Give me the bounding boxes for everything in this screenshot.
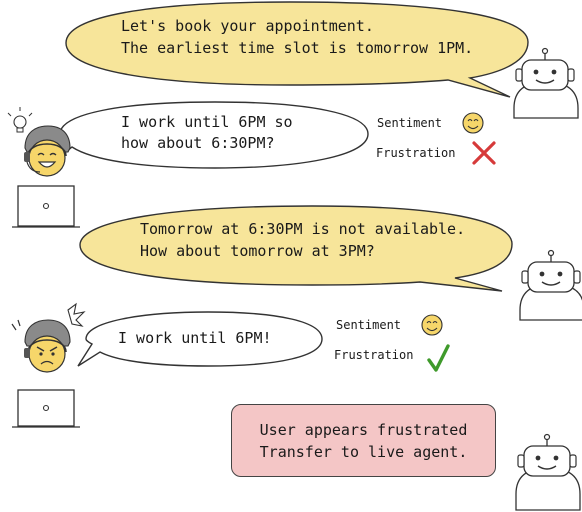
frustration-label-1: Frustration xyxy=(376,146,456,160)
user-message-1-line-1: I work until 6PM so xyxy=(121,113,293,131)
bot-message-2-line-1: Tomorrow at 6:30PM is not available. xyxy=(140,220,466,238)
user-speech-bubble-2 xyxy=(77,311,323,367)
robot-avatar-1 xyxy=(513,47,579,119)
bot-message-1-line-2: The earliest time slot is tomorrow 1PM. xyxy=(121,39,474,57)
sentiment-label-2: Sentiment xyxy=(336,318,402,332)
bot-speech-bubble-1 xyxy=(65,1,529,98)
anger-icon xyxy=(67,302,86,327)
alert-line-1: User appears frustrated xyxy=(259,420,468,439)
bot-speech-bubble-2 xyxy=(79,205,513,292)
robot-avatar-2 xyxy=(519,249,582,321)
user-avatar-happy xyxy=(7,107,80,228)
bot-message-2-line-2: How about tomorrow at 3PM? xyxy=(140,242,375,260)
smiley-icon xyxy=(421,314,443,336)
frustration-label-2: Frustration xyxy=(334,348,414,362)
user-message-2-line-1: I work until 6PM! xyxy=(118,329,272,347)
bot-message-1-line-1: Let's book your appointment. xyxy=(121,17,374,35)
user-message-1-line-2: how about 6:30PM? xyxy=(121,134,275,152)
user-speech-bubble-1 xyxy=(59,101,369,169)
red-cross-icon xyxy=(472,141,496,165)
green-check-icon xyxy=(427,344,450,372)
smiley-icon xyxy=(462,112,484,134)
transfer-alert-box: User appears frustrated Transfer to live… xyxy=(231,404,496,477)
robot-avatar-3 xyxy=(515,433,581,511)
sentiment-label-1: Sentiment xyxy=(377,116,443,130)
lightbulb-icon xyxy=(7,107,33,133)
user-avatar-angry xyxy=(11,302,86,428)
alert-line-2: Transfer to live agent. xyxy=(259,442,468,461)
